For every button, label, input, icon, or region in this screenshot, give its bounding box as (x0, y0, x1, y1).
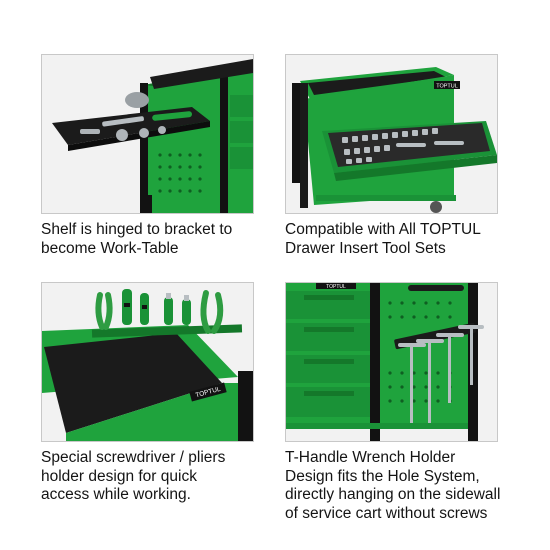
screwdriver-pliers-holder-illustration: TOPTUL (42, 283, 253, 441)
caption-line: Compatible with All TOPTUL (285, 221, 481, 238)
caption-line: directly hanging on the sidewall (285, 486, 501, 503)
caption-line: Special screwdriver / pliers (41, 449, 226, 466)
tool-cart-side-shelf-illustration (42, 55, 253, 213)
caption-line: holder design for quick (41, 467, 197, 485)
t-handle-holder-photo: TOPTUL (285, 282, 498, 442)
caption-line: T-Handle Wrench Holder (285, 449, 456, 466)
hinged-shelf-caption: Shelf is hinged to bracket to become Wor… (41, 221, 254, 258)
feature-panel-hinged-shelf: Shelf is hinged to bracket to become Wor… (41, 54, 254, 258)
cart-open-drawer-illustration: TOPTUL (286, 55, 497, 213)
hinged-shelf-photo (41, 54, 254, 214)
toptul-logo: TOPTUL (436, 84, 458, 90)
drawer-insert-photo: TOPTUL (285, 54, 498, 214)
feature-panel-screwdriver-holder: TOPTUL Special screwdriver / pliers hold… (41, 282, 254, 505)
t-handle-holder-caption: T-Handle Wrench Holder Design fits the H… (285, 449, 501, 523)
caption-line: become Work-Table (41, 239, 179, 257)
feature-panel-drawer-insert: TOPTUL Compatible with All TOPTUL Drawer… (285, 54, 498, 258)
t-handle-wrench-holder-illustration: TOPTUL (286, 283, 497, 441)
caption-line: access while working. (41, 486, 191, 503)
screwdriver-holder-caption: Special screwdriver / pliers holder desi… (41, 449, 254, 505)
caption-line: Shelf is hinged to bracket to (41, 221, 233, 238)
caption-line: of service cart without screws (285, 504, 488, 522)
toptul-logo: TOPTUL (326, 284, 346, 290)
caption-line: Design fits the Hole System, (285, 467, 480, 485)
caption-line: Drawer Insert Tool Sets (285, 239, 446, 257)
feature-panel-t-handle-holder: TOPTUL (285, 282, 501, 523)
screwdriver-holder-photo: TOPTUL (41, 282, 254, 442)
drawer-insert-caption: Compatible with All TOPTUL Drawer Insert… (285, 221, 498, 258)
